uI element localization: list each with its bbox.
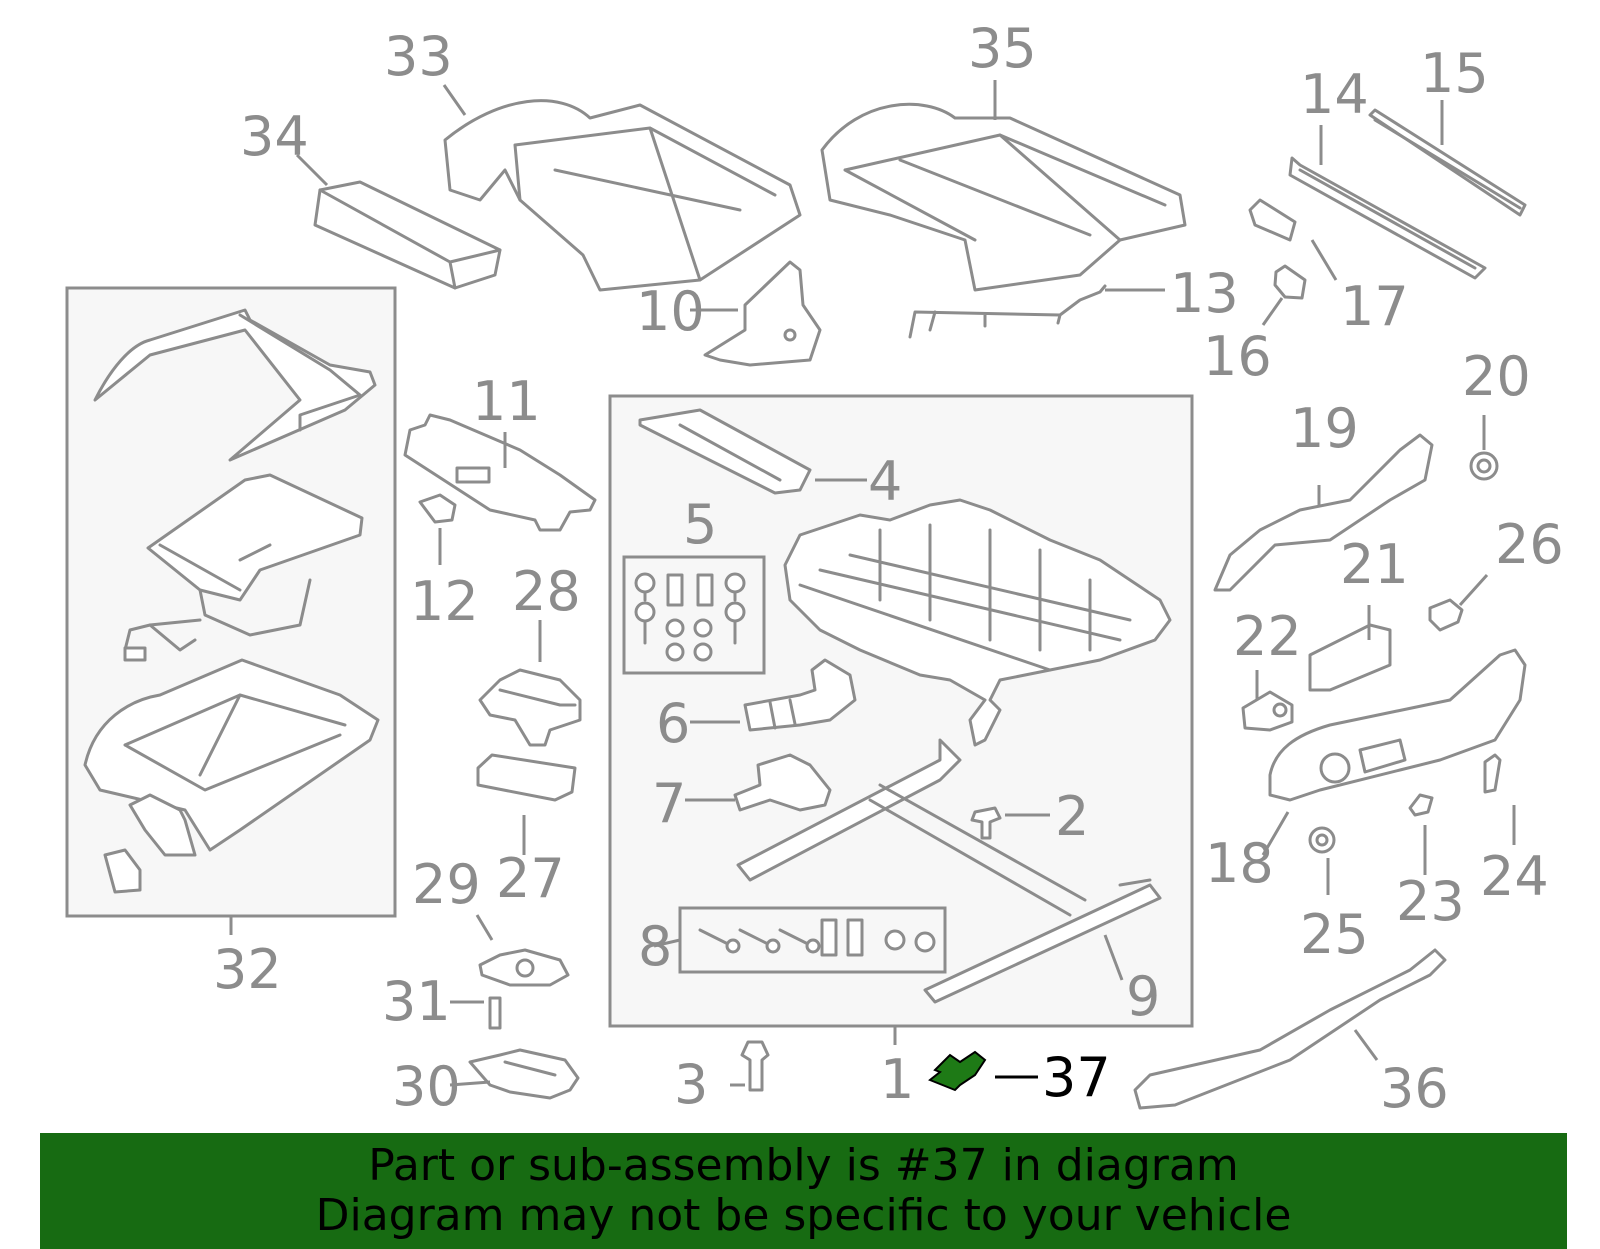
callout-31: 31 — [382, 970, 451, 1033]
part-9-shape — [736, 738, 1162, 1004]
callout-26: 26 — [1495, 513, 1564, 576]
part-37-shape — [928, 1050, 987, 1092]
part-10-shape — [703, 260, 822, 367]
part-25-shape — [1308, 826, 1336, 854]
callout-34: 34 — [240, 105, 309, 168]
part-19-shape — [1213, 433, 1434, 592]
part-13-shape — [908, 284, 1107, 339]
callout-22: 22 — [1233, 605, 1302, 668]
part-21-shape — [1308, 623, 1392, 692]
part-33-shape — [443, 99, 802, 292]
part-5-fasteners — [634, 572, 746, 662]
callout-24: 24 — [1480, 845, 1549, 908]
info-banner: Part or sub-assembly is #37 in diagram D… — [40, 1133, 1567, 1249]
callout-27: 27 — [496, 847, 565, 910]
part-7-shape — [733, 753, 832, 812]
callout-21: 21 — [1340, 533, 1409, 596]
part-28-shape — [478, 668, 582, 747]
part-26-shape — [1428, 598, 1464, 632]
part-27-shape — [476, 753, 577, 802]
seat-frame-shape — [783, 498, 1172, 747]
callout-30: 30 — [392, 1055, 461, 1118]
callout-19: 19 — [1290, 397, 1359, 460]
callout-17: 17 — [1340, 275, 1409, 338]
callout-28: 28 — [512, 560, 581, 623]
callout-37: 37 — [1042, 1046, 1111, 1109]
banner-line-2: Diagram may not be specific to your vehi… — [315, 1190, 1292, 1241]
part-31-shape — [488, 996, 502, 1030]
part-35-shape — [820, 102, 1187, 292]
part-32-shapes — [83, 308, 380, 894]
part-36-shape — [1133, 948, 1447, 1110]
callout-4: 4 — [868, 450, 902, 513]
callout-14: 14 — [1300, 63, 1369, 126]
part-24-shape — [1483, 753, 1502, 794]
callout-12: 12 — [410, 570, 479, 633]
part-30-shape — [468, 1048, 580, 1100]
callout-11: 11 — [472, 370, 541, 433]
part-34-shape — [313, 180, 502, 290]
callout-5: 5 — [683, 493, 717, 556]
callout-7: 7 — [652, 772, 686, 835]
part-20-shape — [1469, 451, 1499, 481]
callout-23: 23 — [1396, 870, 1465, 933]
part-8-fasteners — [698, 918, 936, 957]
callout-1: 1 — [880, 1048, 914, 1111]
part-17-shape — [1248, 198, 1297, 242]
part-12-shape — [418, 493, 457, 524]
callout-3: 3 — [674, 1053, 708, 1116]
callout-20: 20 — [1462, 345, 1531, 408]
callout-16: 16 — [1203, 325, 1272, 388]
part-3-shape — [740, 1040, 770, 1092]
callout-18: 18 — [1205, 832, 1274, 895]
leader-lines — [295, 80, 1516, 1087]
callout-25: 25 — [1300, 903, 1369, 966]
callout-33: 33 — [384, 25, 453, 88]
part-11-shape — [403, 413, 597, 532]
callout-10: 10 — [636, 280, 705, 343]
callout-36: 36 — [1380, 1057, 1449, 1120]
callout-32: 32 — [213, 938, 282, 1001]
callout-6: 6 — [656, 692, 690, 755]
part-2-shape — [970, 806, 1002, 840]
part-18-shape — [1268, 648, 1527, 802]
callout-2: 2 — [1055, 785, 1089, 848]
part-15-shape — [1368, 108, 1527, 217]
banner-line-1: Part or sub-assembly is #37 in diagram — [368, 1140, 1239, 1191]
callout-9: 9 — [1126, 965, 1160, 1028]
callout-15: 15 — [1420, 42, 1489, 105]
callout-35: 35 — [968, 17, 1037, 80]
callout-13: 13 — [1170, 262, 1239, 325]
callout-29: 29 — [412, 853, 481, 916]
part-4-shape — [638, 408, 812, 495]
part-6-shape — [743, 658, 857, 732]
part-23-shape — [1408, 793, 1434, 817]
part-16-shape — [1273, 264, 1307, 300]
part-14-shape — [1288, 156, 1487, 280]
callout-8: 8 — [638, 915, 672, 978]
part-22-shape — [1241, 690, 1294, 732]
part-29-shape — [478, 948, 570, 987]
